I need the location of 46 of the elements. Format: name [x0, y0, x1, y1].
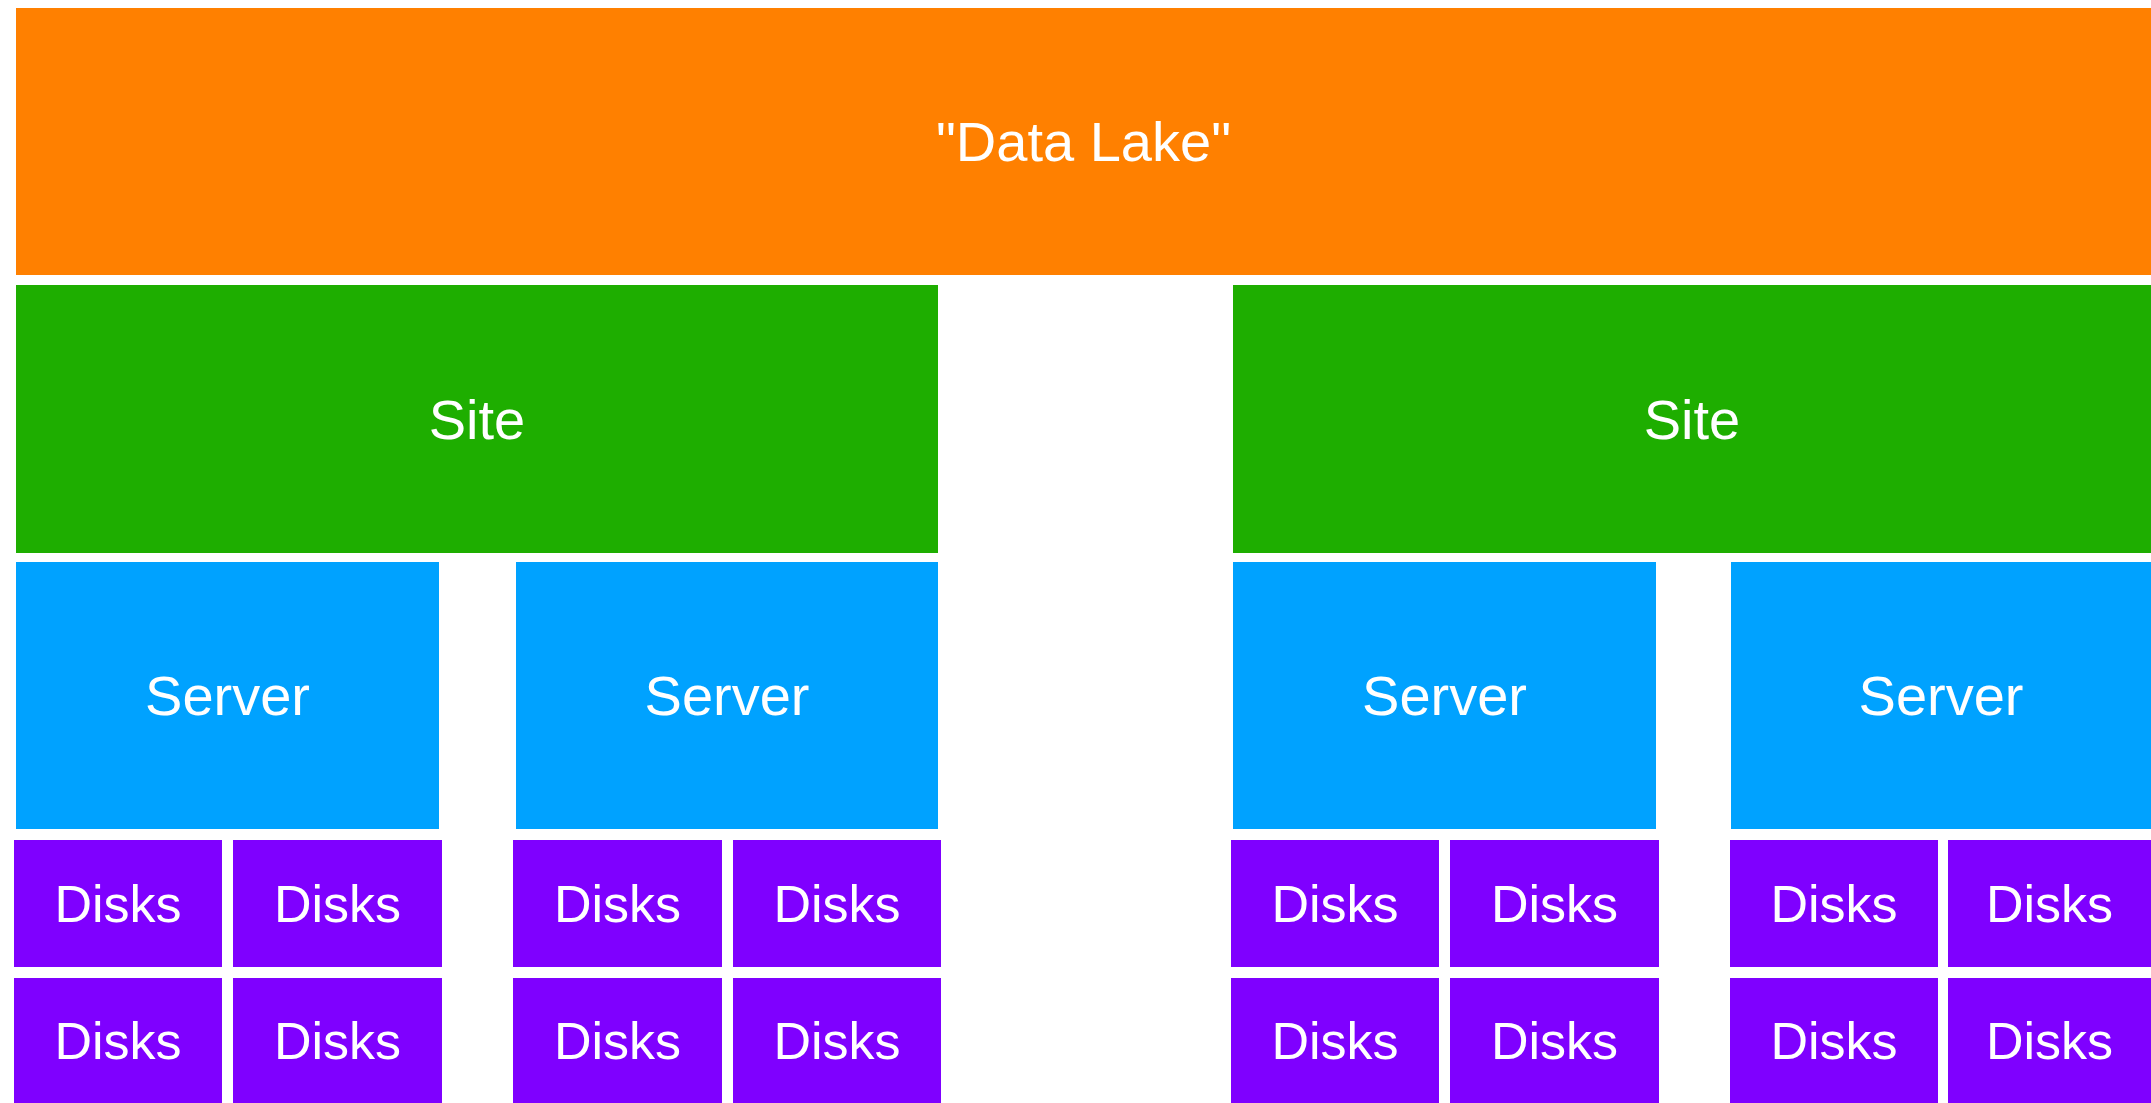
box-label: Disks — [553, 1010, 682, 1071]
box-label: Disks — [273, 873, 402, 934]
box-label: Server — [1858, 663, 2024, 728]
box-label: Disks — [54, 1010, 182, 1071]
server-box — [1731, 562, 2151, 829]
box-label: Server — [145, 663, 310, 728]
box-label: "Data Lake" — [935, 109, 1231, 174]
data-lake-band — [16, 8, 2151, 275]
box-label: Server — [644, 663, 810, 728]
server-box — [516, 562, 938, 829]
box-label: Disks — [1985, 1010, 2114, 1071]
box-label: Site — [428, 386, 526, 452]
box-label: Disks — [1770, 1010, 1898, 1071]
box-label: Site — [1643, 386, 1741, 452]
box-label: Disks — [553, 873, 682, 934]
disks-box — [733, 840, 941, 967]
disks-box — [1450, 978, 1659, 1103]
site-box — [1233, 285, 2151, 553]
box-label: Disks — [1271, 1010, 1399, 1071]
disks-box — [1730, 840, 1938, 967]
disks-box — [1450, 840, 1659, 967]
box-label: Disks — [54, 873, 182, 934]
box-label: Disks — [1271, 873, 1399, 934]
disks-box — [733, 978, 941, 1103]
disks-box — [14, 840, 222, 967]
site-box — [16, 285, 938, 553]
disks-box — [233, 840, 442, 967]
server-box — [1233, 562, 1656, 829]
disks-box — [1948, 978, 2151, 1103]
disks-box — [14, 978, 222, 1103]
box-label: Disks — [1985, 873, 2114, 934]
box-label: Disks — [1770, 873, 1898, 934]
disks-box — [513, 978, 722, 1103]
box-label: Disks — [1490, 873, 1619, 934]
disks-box — [1948, 840, 2151, 967]
server-box — [16, 562, 439, 829]
box-label: Disks — [773, 873, 901, 934]
disks-box — [1231, 840, 1439, 967]
disks-box — [1231, 978, 1439, 1103]
box-label: Disks — [273, 1010, 402, 1071]
disks-box — [513, 840, 722, 967]
disks-box — [233, 978, 442, 1103]
box-label: Disks — [1490, 1010, 1619, 1071]
box-label: Server — [1362, 663, 1527, 728]
box-label: Disks — [773, 1010, 901, 1071]
disks-box — [1730, 978, 1938, 1103]
